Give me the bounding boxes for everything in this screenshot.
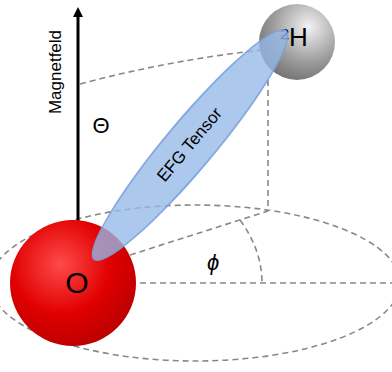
node-label: EFG Tensor [153,104,226,186]
x-axis-line [130,282,392,284]
drop-line [267,80,269,211]
field-arrow [77,12,80,235]
node-label: O [65,266,88,300]
angle-label: Θ [92,113,109,139]
axis-label: Magnetfeld [46,30,66,114]
angle-label: ϕ [207,250,219,276]
phi-arc [240,220,262,283]
azimuth-ellipse [0,205,392,361]
